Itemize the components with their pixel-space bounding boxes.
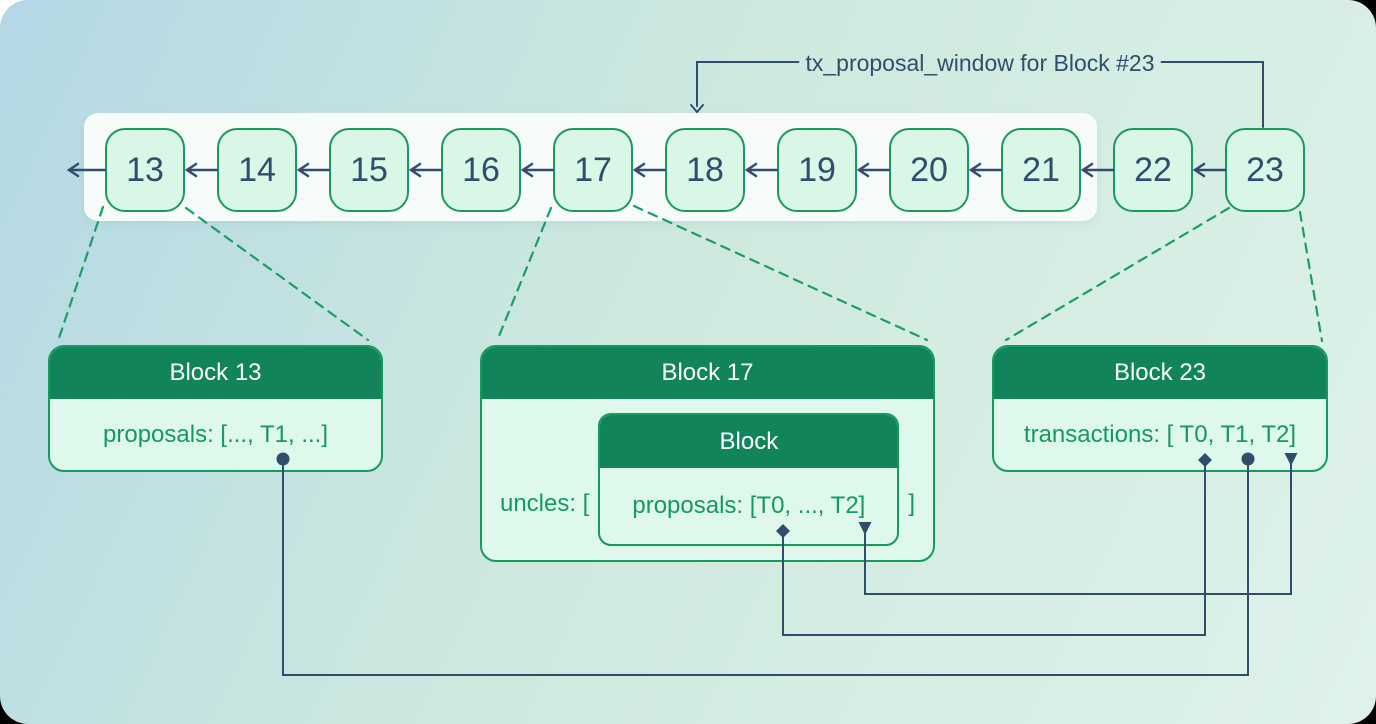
detail-box-17-content: uncles: [ Block proposals: [T0, ..., T2]… [482, 399, 933, 560]
nested-uncle-block-header: Block [600, 415, 898, 468]
detail-box-13-header: Block 13 [50, 347, 381, 399]
nested-uncle-block: Block proposals: [T0, ..., T2] [598, 413, 900, 546]
detail-box-17-header: Block 17 [482, 347, 933, 399]
chain-block-18: 18 [665, 128, 745, 212]
chain-block-22: 22 [1113, 128, 1193, 212]
chain-block-15: 15 [329, 128, 409, 212]
chain-block-14: 14 [217, 128, 297, 212]
chain-block-21: 21 [1001, 128, 1081, 212]
annotation: tx_proposal_window for Block #23 [697, 48, 1263, 78]
chain-block-20: 20 [889, 128, 969, 212]
annotation-label: tx_proposal_window for Block #23 [805, 49, 1155, 76]
nested-uncle-block-content: proposals: [T0, ..., T2] [632, 492, 866, 519]
uncles-open-bracket: uncles: [ [499, 489, 590, 517]
chain-block-13: 13 [105, 128, 185, 212]
chain-block-23: 23 [1225, 128, 1305, 212]
detail-box-block-23: Block 23 transactions: [ T0, T1, T2] [992, 345, 1328, 472]
uncles-close-bracket: ] [908, 489, 916, 517]
detail-box-13-content: proposals: [..., T1, ...] [103, 420, 328, 448]
detail-box-block-17: Block 17 uncles: [ Block proposals: [T0,… [480, 345, 935, 562]
chain-block-19: 19 [777, 128, 857, 212]
detail-box-23-header: Block 23 [994, 347, 1326, 399]
detail-box-23-content: transactions: [ T0, T1, T2] [1023, 420, 1297, 448]
chain-block-17: 17 [553, 128, 633, 212]
detail-box-block-13: Block 13 proposals: [..., T1, ...] [48, 345, 383, 472]
chain-block-16: 16 [441, 128, 521, 212]
